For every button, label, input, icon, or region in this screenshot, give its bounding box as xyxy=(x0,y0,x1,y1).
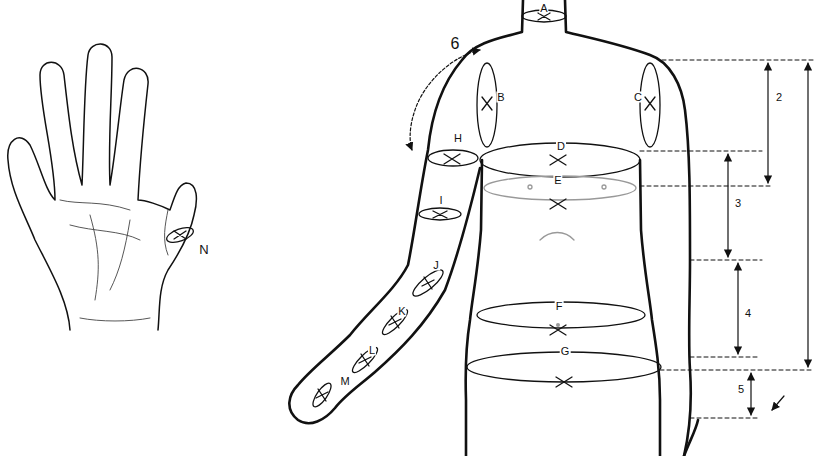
callout-number: 6 xyxy=(450,36,461,52)
measure-letter: M xyxy=(339,376,350,387)
callout-number: 2 xyxy=(775,92,783,103)
measure-letter: N xyxy=(198,243,209,256)
measure-letter: D xyxy=(556,141,566,152)
measure-letter: E xyxy=(553,175,562,186)
measure-letter: F xyxy=(555,301,564,312)
measure-letter: K xyxy=(397,306,406,317)
callout-number: 3 xyxy=(734,198,742,209)
measure-letter: I xyxy=(438,195,443,206)
measure-letter: J xyxy=(432,260,440,271)
measure-letter: G xyxy=(560,346,571,357)
measure-letter: B xyxy=(496,92,505,103)
measure-letter: A xyxy=(539,3,548,14)
measure-letter: C xyxy=(633,92,643,103)
measure-letter: L xyxy=(368,345,376,356)
measure-letter: H xyxy=(453,133,463,144)
callout-number: 4 xyxy=(744,308,752,319)
callout-number: 5 xyxy=(737,384,745,395)
